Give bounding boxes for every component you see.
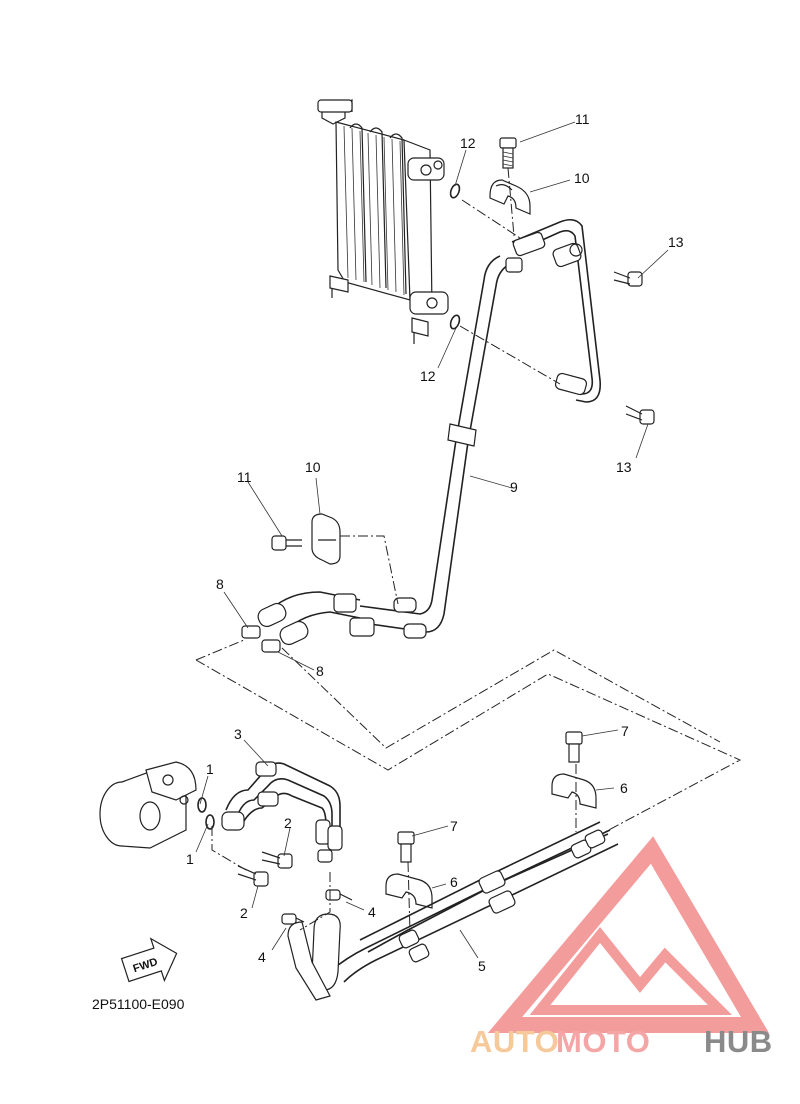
label-12-lower: 12 xyxy=(420,368,436,384)
label-11-lower: 11 xyxy=(237,469,252,485)
clamp-6-lower xyxy=(385,873,433,909)
o-ring-1-upper xyxy=(197,797,207,813)
watermark-moto: MOTO xyxy=(556,1024,650,1059)
oil-pipe-3 xyxy=(221,761,343,863)
union-4-lower xyxy=(281,913,305,925)
bolt-13-lower xyxy=(625,405,655,425)
bolt-7-upper xyxy=(565,731,583,763)
engine-housing xyxy=(99,761,197,849)
part-labels: 11 10 12 13 12 13 9 11 10 8 8 3 1 1 2 2 … xyxy=(186,111,684,974)
oil-hose-9 xyxy=(257,218,602,646)
bolt-7-lower xyxy=(397,831,415,863)
clamp-6-upper xyxy=(551,773,597,809)
label-1-lower: 1 xyxy=(186,851,194,867)
bolt-2-lower xyxy=(237,865,269,887)
bolt-2-upper xyxy=(261,851,293,869)
oil-pipe-5 xyxy=(287,821,619,1001)
clamp-10-upper xyxy=(489,179,531,215)
label-12-upper: 12 xyxy=(460,135,476,151)
bolt-11-upper xyxy=(499,137,517,169)
watermark-hub: HUB xyxy=(704,1024,773,1059)
label-4-upper: 4 xyxy=(368,904,376,920)
label-8-lower: 8 xyxy=(316,663,324,679)
bolt-11-lower xyxy=(271,535,302,551)
watermark-text: AUTO MOTO HUB xyxy=(470,1024,773,1059)
label-7-lower: 7 xyxy=(450,818,458,834)
label-13-upper: 13 xyxy=(668,234,684,250)
leader-lines xyxy=(195,121,669,959)
label-7-upper: 7 xyxy=(621,723,629,739)
label-5: 5 xyxy=(478,958,486,974)
o-ring-12-upper xyxy=(449,183,461,199)
label-1-upper: 1 xyxy=(206,761,214,777)
watermark-logo-icon xyxy=(487,836,769,1033)
diagram-code: 2P51100-E090 xyxy=(92,996,185,1012)
oil-cooler xyxy=(317,98,449,344)
o-ring-1-lower xyxy=(205,814,215,830)
watermark-auto: AUTO xyxy=(470,1024,559,1059)
o-ring-12-lower xyxy=(449,314,461,330)
label-2-upper: 2 xyxy=(284,815,292,831)
union-8-upper xyxy=(241,625,261,639)
bolt-13-upper xyxy=(613,271,643,287)
union-8-lower xyxy=(261,639,281,653)
label-2-lower: 2 xyxy=(240,905,248,921)
label-8-upper: 8 xyxy=(216,576,224,592)
clamp-10-lower xyxy=(311,513,341,565)
label-10-upper: 10 xyxy=(574,170,590,186)
label-6-upper: 6 xyxy=(620,780,628,796)
label-9: 9 xyxy=(510,479,518,495)
label-10-lower: 10 xyxy=(305,459,321,475)
label-13-lower: 13 xyxy=(616,459,632,475)
label-3: 3 xyxy=(234,726,242,742)
label-6-lower: 6 xyxy=(450,874,458,890)
label-11-upper: 11 xyxy=(575,111,590,127)
label-4-lower: 4 xyxy=(258,949,266,965)
fwd-arrow-icon: FWD xyxy=(120,937,178,983)
